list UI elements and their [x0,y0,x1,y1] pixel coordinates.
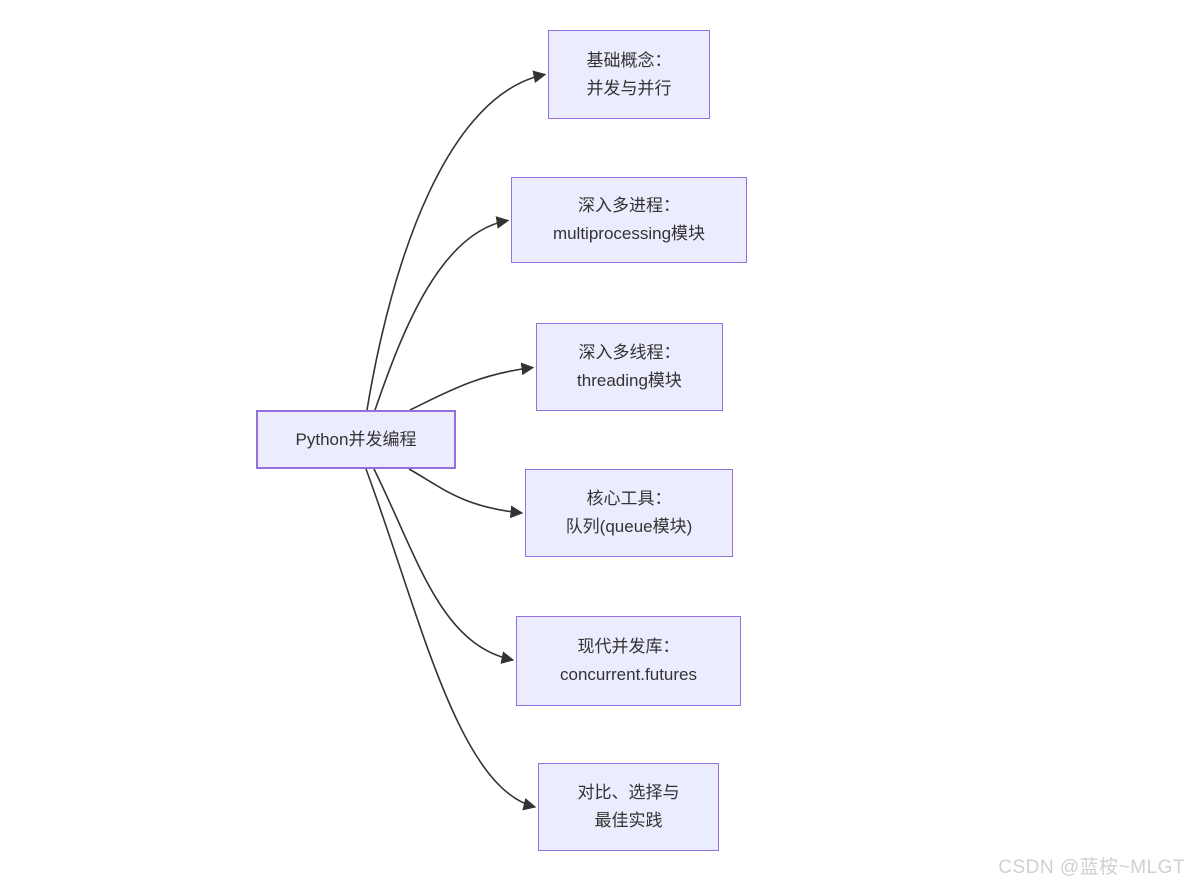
node-label-line: 核心工具： [586,489,672,508]
node-label-line: 基础概念： [586,50,672,70]
node-queue: 核心工具： 队列(queue模块) [525,469,733,557]
edge-root-to-threading [409,362,535,411]
node-label-line: multiprocessing模块 [552,224,706,243]
node-label-line: concurrent.futures [559,665,697,684]
node-label-line: 最佳实践 [594,811,663,830]
edge-root-to-concurrent-futures [373,468,515,664]
node-label-line: 对比、选择与 [577,783,680,802]
edge-root-to-queue [408,468,524,519]
node-label-line: 现代并发库： [577,637,680,656]
node-root: Python并发编程 [256,410,456,469]
edge-root-to-concepts [366,70,547,411]
node-label-line: 并发与并行 [586,78,672,98]
edge-root-to-multiprocessing [374,216,510,411]
node-label-line: 深入多进程： [578,196,680,215]
node-label-line: 队列(queue模块) [565,517,693,536]
node-threading: 深入多线程： threading模块 [536,323,723,411]
node-label-line: threading模块 [577,371,682,390]
edge-root-to-best-practices [365,468,537,811]
node-concurrent-futures: 现代并发库： concurrent.futures [516,616,741,706]
watermark: CSDN @蓝桉~MLGT [998,857,1185,878]
node-multiprocessing: 深入多进程： multiprocessing模块 [511,177,747,263]
node-label: Python并发编程 [295,429,417,449]
node-label-line: 深入多线程： [578,343,681,362]
node-best-practices: 对比、选择与 最佳实践 [538,763,719,851]
node-basic-concepts: 基础概念： 并发与并行 [548,30,710,119]
